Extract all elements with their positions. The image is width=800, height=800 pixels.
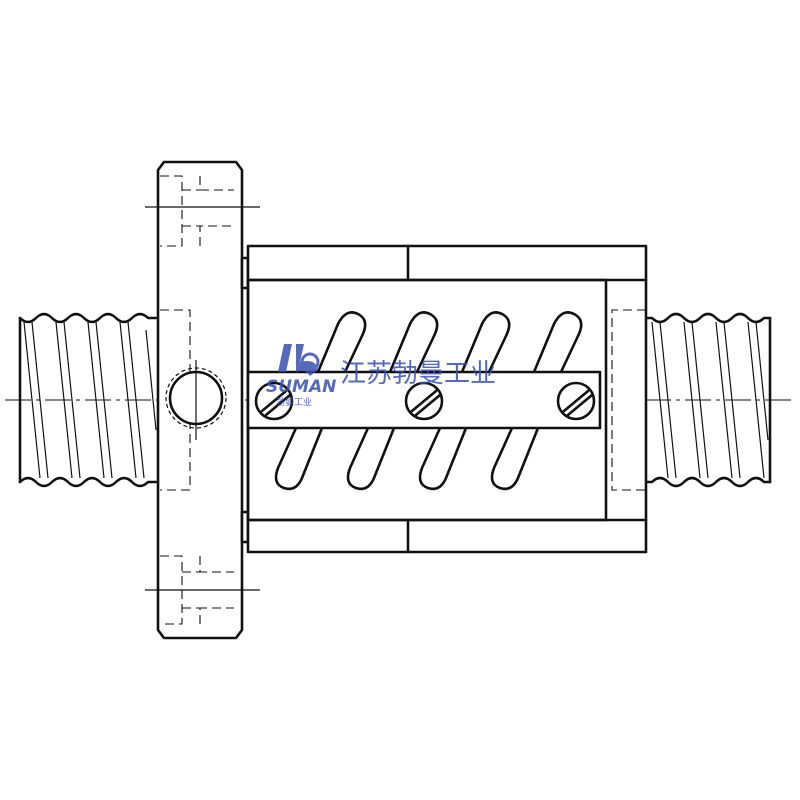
nut-flange bbox=[145, 160, 260, 640]
clamp-screw-right bbox=[556, 381, 596, 421]
ball-recirculation-loops-lower bbox=[274, 426, 540, 491]
clamp-screw-left bbox=[254, 381, 294, 421]
flange-bolt-hole-bottom bbox=[145, 555, 260, 625]
watermark-company: 江苏勃曼工业 bbox=[340, 359, 496, 389]
clamp-screw-center bbox=[404, 381, 444, 421]
watermark-subtitle: 勃曼工业 bbox=[276, 396, 312, 408]
left-screw-threads bbox=[23, 321, 157, 479]
right-screw-threads bbox=[651, 321, 769, 479]
ball-recirculation-loops-upper bbox=[316, 311, 583, 374]
flange-bolt-hole-top bbox=[145, 175, 260, 247]
right-screw-shaft bbox=[644, 312, 772, 488]
watermark-logo-icon bbox=[278, 344, 320, 376]
watermark: SUMAN 勃曼工业 江苏勃曼工业 bbox=[266, 344, 496, 408]
left-screw-shaft bbox=[18, 312, 158, 488]
watermark-brand: SUMAN bbox=[266, 377, 336, 397]
